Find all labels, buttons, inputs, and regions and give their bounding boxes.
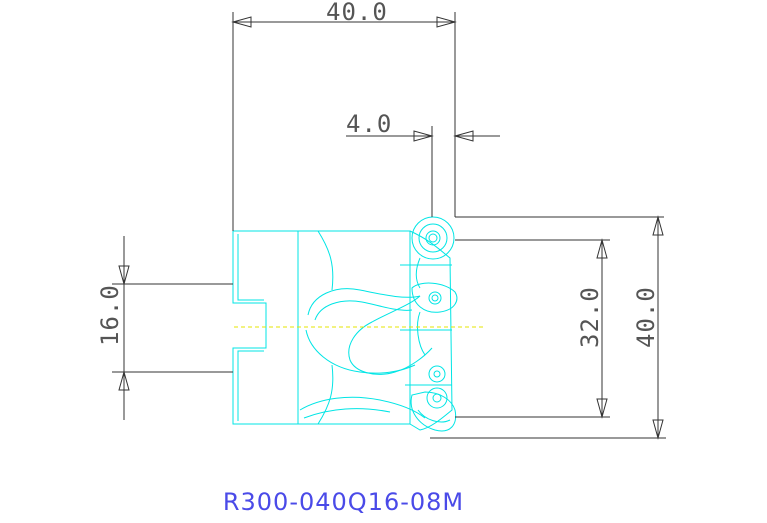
part-code-label: R300-040Q16-08M	[222, 488, 465, 516]
flute-sweep-3	[305, 329, 416, 374]
flute-sweep-2	[314, 300, 413, 321]
shank-outline	[232, 230, 299, 425]
body-detail-arc	[415, 257, 426, 356]
upper-insert-mid	[418, 223, 448, 253]
arrow-cut-bottom	[596, 398, 608, 419]
cutter-body	[232, 216, 458, 432]
flute-sweep	[307, 288, 433, 375]
arrow-offset-left	[413, 130, 434, 142]
middle-insert-hex	[431, 294, 439, 302]
arrow-bore-top	[118, 265, 130, 286]
dimension-lines	[112, 12, 666, 439]
dimension-cut-label: 32.0	[576, 286, 604, 348]
flute-lower-2	[303, 408, 391, 419]
arrow-length-right	[436, 16, 457, 28]
middle-insert	[411, 282, 458, 313]
arrow-cut-top	[596, 238, 608, 259]
lower-screw-1	[428, 365, 446, 383]
lower-screw-2	[426, 387, 448, 409]
lower-insert	[410, 391, 457, 432]
upper-insert-outer	[411, 216, 455, 260]
arrowheads	[118, 16, 664, 440]
body-flute-bottom	[317, 364, 334, 425]
lower-screw-1-hole	[433, 370, 441, 378]
arrow-length-left	[231, 16, 252, 28]
body-flute-top	[317, 230, 334, 291]
arrow-outer-bottom	[652, 419, 664, 440]
body-right-edge	[409, 230, 453, 431]
arrow-offset-right	[453, 130, 474, 142]
dimension-length-label: 40.0	[326, 0, 388, 26]
lower-insert-inner	[417, 409, 451, 423]
dimension-offset-label: 4.0	[346, 110, 392, 138]
pocket-lines	[400, 264, 452, 386]
upper-insert-hex	[428, 233, 438, 243]
arrow-outer-top	[652, 215, 664, 236]
dimension-outer-label: 40.0	[632, 286, 660, 348]
middle-insert-screw	[428, 291, 442, 305]
upper-insert-screw	[425, 230, 441, 246]
arrow-bore-bottom	[118, 370, 130, 391]
flute-lower	[299, 396, 426, 419]
shank-outline-inner	[237, 234, 264, 421]
dimension-bore-label: 16.0	[96, 284, 124, 346]
